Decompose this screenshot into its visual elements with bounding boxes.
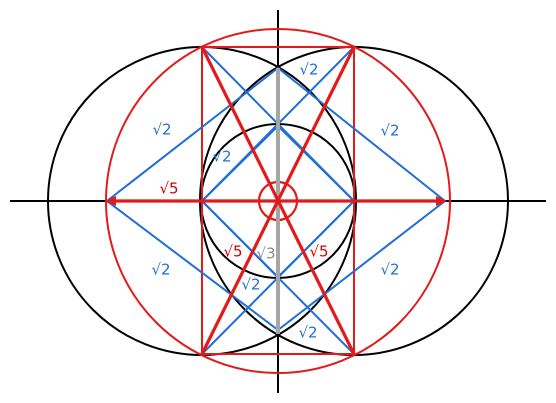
label-sqrt2-bottom: √2 bbox=[298, 324, 317, 342]
red-x-diagonal-2 bbox=[200, 45, 356, 356]
red-lines bbox=[109, 45, 443, 356]
label-sqrt2-upper-right: √2 bbox=[380, 122, 399, 140]
red-arrow-right bbox=[436, 196, 447, 206]
label-sqrt2-top: √2 bbox=[299, 61, 318, 79]
label-sqrt2-lower-right: √2 bbox=[380, 261, 399, 279]
label-sqrt5-left: √5 bbox=[223, 243, 242, 261]
label-sqrt5-right: √5 bbox=[309, 243, 328, 261]
label-sqrt2-lower-left: √2 bbox=[151, 261, 170, 279]
label-sqrt2-inner-lower: √2 bbox=[241, 276, 260, 294]
label-sqrt2-upper-left: √2 bbox=[152, 121, 171, 139]
label-sqrt2-inner-upper: √2 bbox=[212, 148, 231, 166]
label-sqrt3: √3 bbox=[256, 245, 275, 263]
label-sqrt5-horizontal: √5 bbox=[159, 180, 178, 198]
red-arrow-left bbox=[105, 196, 116, 206]
